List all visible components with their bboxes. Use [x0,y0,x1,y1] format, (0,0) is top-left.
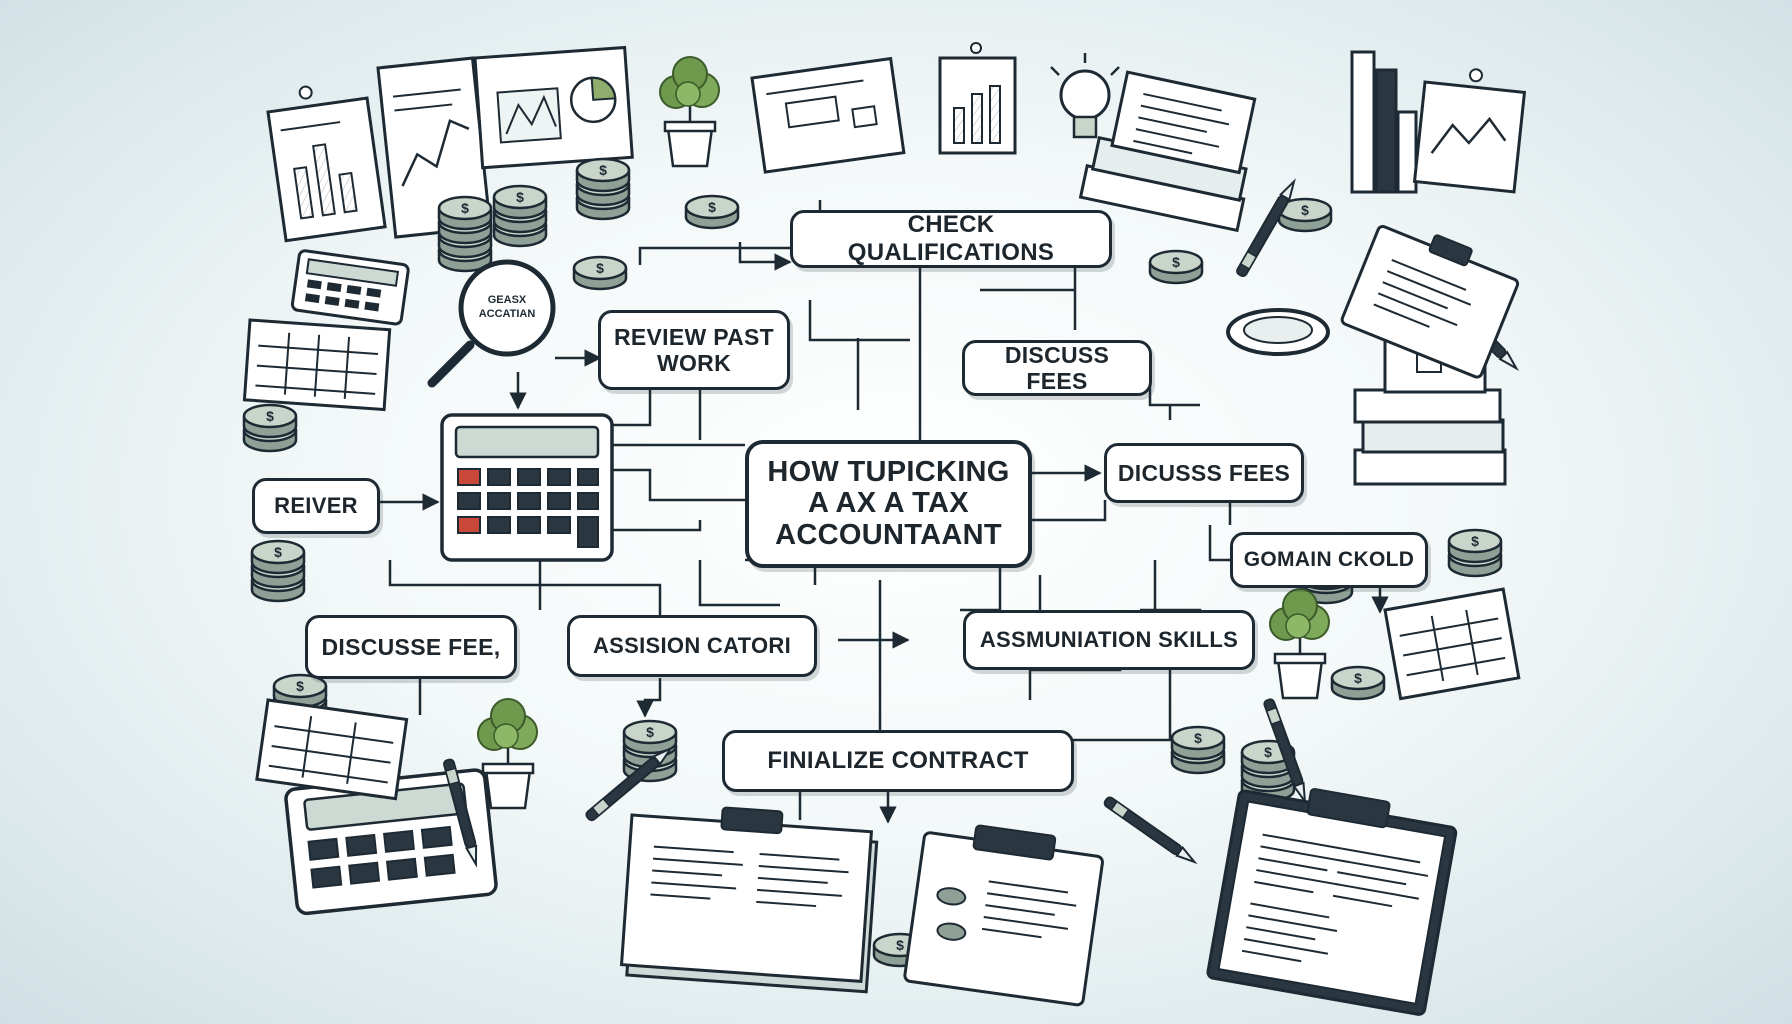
node-check-qualifications-label: CHECK QUALIFICATIONS [847,211,1055,266]
node-discusse-fee-label: DISCUSSE FEE, [321,633,501,660]
magnifying-glass-icon [1226,308,1330,356]
clipboard-icon [1206,788,1458,1016]
node-discuss-fees-top-label: DISCUSS FEES [1004,341,1110,394]
book-stack-icon [1350,50,1418,194]
node-reiver-label: REIVER [274,493,358,519]
node-discuss-fees-top: DISCUSS FEES [962,340,1152,396]
node-finalize-contract: FINIALIZE CONTRACT [722,730,1074,792]
chart-paper-icon [1412,68,1527,194]
node-dicuss-fees-right-label: DICUSSS FEES [1117,459,1291,486]
node-center-title-line2: A AX A TAX [808,487,969,520]
node-gomain-ckold: GOMAIN CKOLD [1230,532,1428,588]
magnifier-label-line1: GEASX [487,294,527,306]
chart-paper-icon [266,85,387,243]
clipboard-icon [903,824,1104,1007]
node-center-title-line1: HOW TUPICKING [767,456,1010,489]
node-assmuniation-skills: ASSMUNIATION SKILLS [963,610,1255,670]
node-finalize-contract-label: FINIALIZE CONTRACT [767,747,1029,775]
chart-paper-icon [473,45,634,170]
node-check-qualifications: CHECK QUALIFICATIONS [790,210,1112,268]
magnifying-glass-icon [427,259,556,388]
node-review-past-work: REVIEW PAST WORK [598,310,790,390]
node-review-past-work-line1: REVIEW PAST [613,323,775,350]
chart-paper-icon [938,42,1017,155]
node-center-title: HOW TUPICKING A AX A TAX ACCOUNTAANT [745,440,1032,568]
document-icon [619,806,879,994]
calculator-icon [440,413,614,562]
node-gomain-ckold-label: GOMAIN CKOLD [1243,547,1415,571]
document-icon [242,318,392,412]
calculator-icon [284,768,498,916]
potted-plant-icon [658,55,721,168]
document-icon [255,698,409,801]
node-discusse-fee: DISCUSSE FEE, [305,615,517,679]
pen-icon [1102,794,1199,868]
light-bulb-icon [1050,53,1120,139]
magnifier-label-line2: ACCATIAN [478,307,536,320]
node-assision-catori: ASSISION CATORI [567,615,817,677]
node-assision-catori-label: ASSISION CATORI [592,633,792,659]
clipboard-icon [1340,225,1520,379]
book-stack-icon [1078,70,1257,233]
magnifier-label: GEASX ACCATIAN [462,294,552,322]
node-review-past-work-line2: WORK [656,350,732,376]
document-icon [750,56,906,174]
potted-plant-icon [1268,587,1331,700]
calculator-icon [290,249,410,326]
document-icon [1383,587,1521,701]
node-assmuniation-skills-label: ASSMUNIATION SKILLS [979,627,1239,653]
node-reiver: REIVER [252,478,380,534]
node-dicuss-fees-right: DICUSSS FEES [1104,443,1304,503]
node-center-title-line3: ACCOUNTAANT [775,518,1002,551]
